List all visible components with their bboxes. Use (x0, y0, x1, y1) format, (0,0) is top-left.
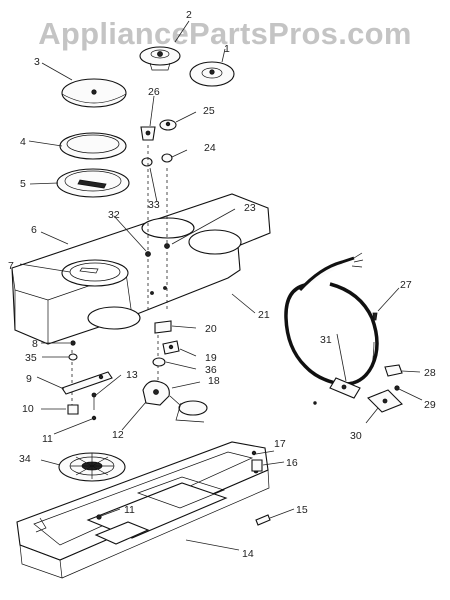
label-part-36: 36 (205, 364, 217, 376)
igniter-part-26 (140, 126, 156, 141)
valve-part-19 (162, 340, 180, 355)
label-part-14: 14 (242, 548, 254, 560)
label-part-26: 26 (148, 86, 160, 98)
label-part-2: 2 (186, 9, 192, 21)
label-part-6: 6 (31, 224, 37, 236)
part-number-labels: 2 1 3 26 25 4 24 5 33 23 32 6 7 21 27 20… (8, 9, 436, 560)
label-part-8: 8 (32, 338, 38, 350)
label-part-10: 10 (22, 403, 34, 415)
nut-part-36 (152, 357, 166, 367)
bracket-part-9 (61, 371, 113, 395)
ring-part-4 (59, 132, 127, 160)
label-part-5: 5 (20, 178, 26, 190)
screw-part-15 (255, 514, 271, 526)
burner-cap-part-3 (61, 78, 127, 108)
label-part-33: 33 (148, 199, 160, 211)
watermark: AppliancePartsPros.com (38, 16, 412, 51)
screw-part-8 (70, 340, 76, 346)
label-part-11-lower: 11 (124, 504, 135, 516)
label-part-16: 16 (286, 457, 298, 469)
label-part-19: 19 (205, 352, 217, 364)
label-part-32: 32 (108, 209, 120, 221)
label-part-21: 21 (258, 309, 270, 321)
label-part-23: 23 (244, 202, 256, 214)
label-part-12: 12 (112, 429, 124, 441)
manifold-part-18 (142, 380, 208, 423)
label-part-4: 4 (20, 136, 26, 148)
leader-lines (19, 20, 423, 551)
burner-cap-part-1 (189, 61, 235, 87)
label-part-24: 24 (204, 142, 216, 154)
label-part-31: 31 (320, 334, 332, 346)
screw-part-29 (394, 385, 400, 391)
label-part-29: 29 (424, 399, 436, 411)
label-part-9: 9 (26, 373, 32, 385)
label-part-35: 35 (25, 352, 37, 364)
screw-part-27 (372, 312, 378, 321)
label-part-28: 28 (424, 367, 436, 379)
label-part-27: 27 (400, 279, 412, 291)
burner-base-part-34 (58, 452, 126, 482)
label-part-3: 3 (34, 56, 40, 68)
bracket-part-16 (251, 459, 263, 472)
label-part-30: 30 (350, 430, 362, 442)
label-part-11-upper: 11 (42, 433, 53, 445)
label-part-34: 34 (19, 453, 31, 465)
screw-part-13 (91, 392, 97, 410)
clamp-plate-part-30 (367, 389, 403, 413)
bracket-part-20 (154, 320, 172, 334)
label-part-18: 18 (208, 375, 220, 387)
burner-part-2 (139, 46, 181, 71)
igniter-part-25 (159, 119, 177, 131)
label-part-20: 20 (205, 323, 217, 335)
screw-part-17 (251, 450, 257, 456)
label-part-17: 17 (274, 438, 286, 450)
grommet-part-33 (141, 157, 153, 167)
cooktop-panel-part-6 (11, 193, 271, 345)
clip-part-10 (67, 404, 79, 415)
bottom-pan-part-14 (16, 441, 270, 579)
strain-relief-part-28 (384, 364, 403, 377)
washer-part-35 (68, 353, 78, 361)
power-cord-part-31 (284, 252, 379, 399)
grommet-part-24 (161, 153, 173, 163)
drip-pan-part-5 (56, 168, 130, 198)
label-part-15: 15 (296, 504, 308, 516)
label-part-13: 13 (126, 369, 138, 381)
label-part-25: 25 (203, 105, 215, 117)
label-part-7: 7 (8, 260, 14, 272)
label-part-1: 1 (224, 43, 230, 55)
